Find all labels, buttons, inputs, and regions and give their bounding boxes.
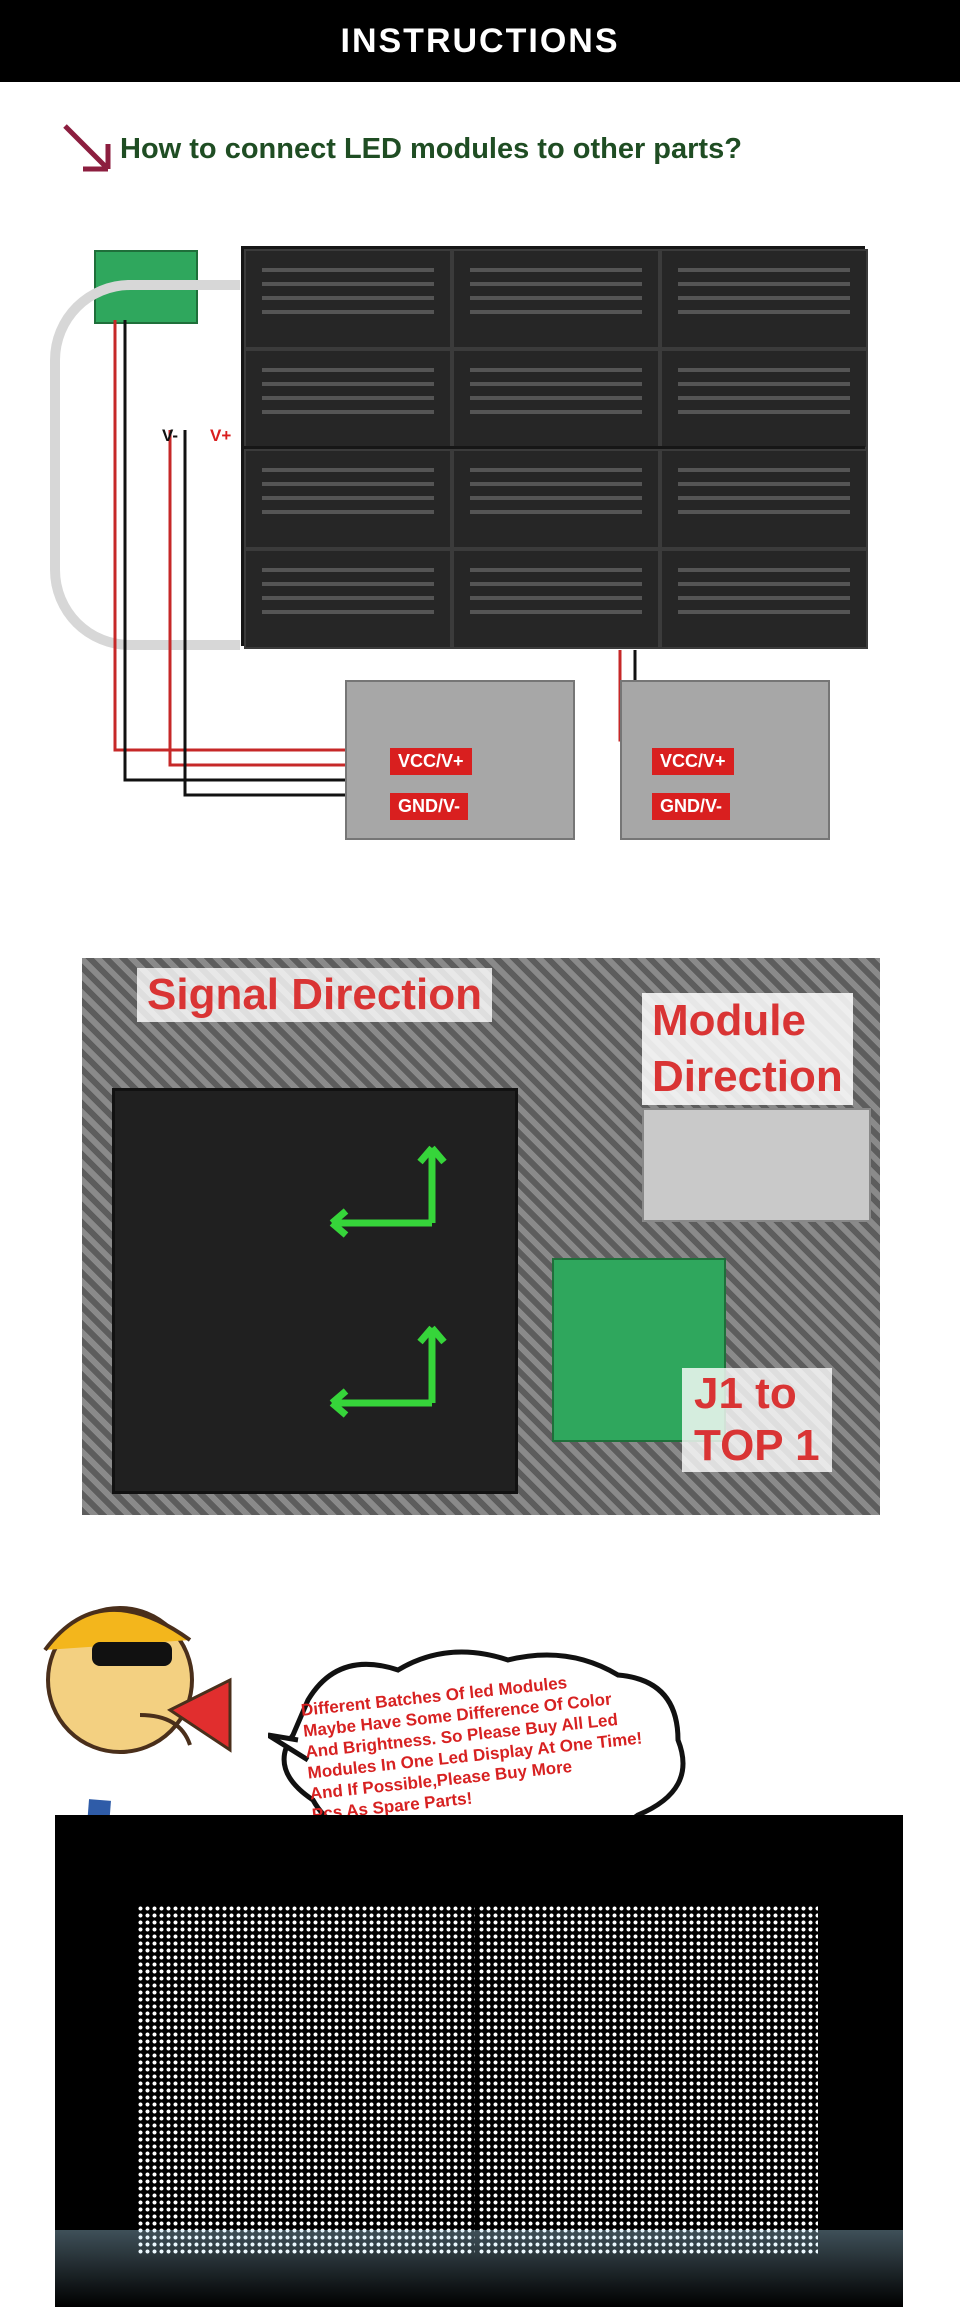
led-module bbox=[452, 549, 660, 649]
module-grid-bottom bbox=[241, 446, 868, 649]
gnd-label-right: GND/V- bbox=[652, 793, 731, 820]
led-module bbox=[452, 449, 660, 549]
section-title: How to connect LED modules to other part… bbox=[120, 133, 742, 165]
led-module bbox=[660, 249, 868, 349]
display-glow bbox=[55, 2230, 903, 2307]
page-title: INSTRUCTIONS bbox=[340, 22, 620, 60]
page-header: INSTRUCTIONS bbox=[0, 0, 960, 82]
vcc-label-right: VCC/V+ bbox=[652, 748, 734, 775]
arrow-icon-bottom bbox=[312, 1308, 452, 1418]
j1-line1: J1 to bbox=[694, 1369, 797, 1418]
module-direction-line2: Direction bbox=[652, 1052, 843, 1101]
led-panel-left bbox=[137, 1905, 475, 2255]
module-grid-top bbox=[241, 246, 868, 449]
led-module bbox=[244, 349, 452, 449]
v-minus-label: V- bbox=[162, 426, 179, 445]
arrow-down-right-icon bbox=[60, 120, 116, 176]
vcc-label-left: VCC/V+ bbox=[390, 748, 472, 775]
led-module bbox=[452, 349, 660, 449]
led-module bbox=[660, 449, 868, 549]
module-direction-line1: Module bbox=[652, 996, 806, 1045]
wiring-diagram: V- V+ VCC/V+ GND/V- VCC/V+ GND/V- bbox=[40, 230, 910, 860]
arrow-icon-top bbox=[312, 1128, 452, 1238]
led-module bbox=[244, 449, 452, 549]
led-module bbox=[244, 549, 452, 649]
led-module bbox=[660, 549, 868, 649]
j1-line2: TOP 1 bbox=[694, 1421, 820, 1470]
signal-photo: Signal Direction Module Direction J1 to … bbox=[82, 958, 880, 1515]
j1-top1-label: J1 to TOP 1 bbox=[682, 1368, 832, 1472]
led-module bbox=[452, 249, 660, 349]
power-supply-photo bbox=[642, 1108, 871, 1222]
led-module bbox=[244, 249, 452, 349]
v-plus-label: V+ bbox=[210, 426, 232, 445]
ribbon-cable-left bbox=[50, 280, 240, 650]
gnd-label-left: GND/V- bbox=[390, 793, 469, 820]
module-direction-label: Module Direction bbox=[642, 993, 853, 1105]
module-grid-photo bbox=[112, 1088, 518, 1494]
led-panel-right bbox=[478, 1905, 818, 2255]
signal-direction-label: Signal Direction bbox=[137, 968, 492, 1022]
led-module bbox=[660, 349, 868, 449]
